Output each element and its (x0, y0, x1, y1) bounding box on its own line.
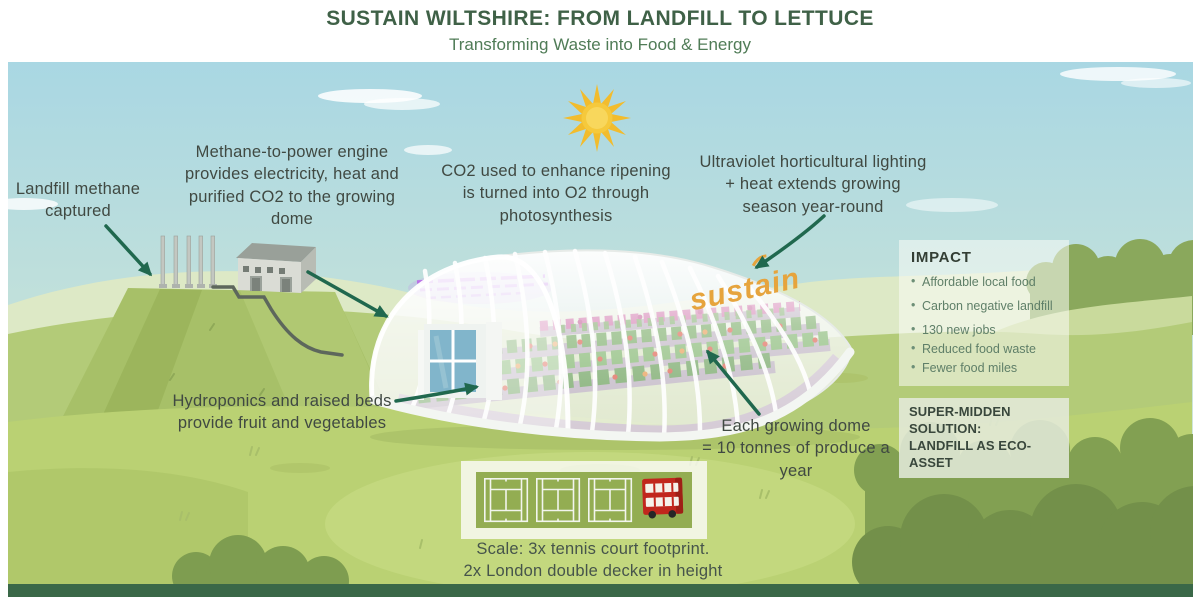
impact-heading: IMPACT (911, 249, 972, 266)
solution-badge: SUPER-MIDDEN SOLUTION: LANDFILL AS ECO-A… (899, 398, 1069, 478)
impact-item-label: Reduced food waste (922, 342, 1036, 356)
label-produce-yield: Each growing dome = 10 tonnes of produce… (700, 415, 892, 482)
arrow-engine (306, 270, 389, 318)
text-line: captured (45, 202, 111, 221)
label-landfill-methane: Landfill methane captured (0, 178, 156, 223)
impact-item-label: 130 new jobs (922, 323, 996, 337)
annotation-arrows (104, 214, 826, 416)
text-line: Landfill methane (15, 180, 141, 198)
text-line: year (779, 461, 813, 480)
text-line: = 10 tonnes of produce a (702, 439, 890, 458)
power-building (236, 243, 316, 293)
methane-capture-wells (159, 235, 217, 288)
label-methane-engine: Methane-to-power engine provides electri… (176, 141, 408, 231)
scale-caption: Scale: 3x tennis court footprint. 2x Lon… (440, 538, 746, 583)
text-line: is turned into O2 through (462, 184, 650, 203)
text-line: + heat extends growing (725, 175, 901, 194)
arrow-landfill (104, 224, 153, 277)
text-line: LANDFILL AS ECO-ASSET (909, 437, 1032, 470)
label-hydroponics: Hydroponics and raised beds provide frui… (158, 390, 406, 435)
clouds (8, 67, 1191, 212)
impact-list: Affordable local food Carbon negative la… (911, 274, 1057, 375)
label-uv-lighting: Ultraviolet horticultural lighting + hea… (688, 151, 938, 218)
sun-icon (563, 84, 631, 152)
label-co2-photosynthesis: CO2 used to enhance ripening is turned i… (432, 160, 680, 227)
scale-diagram (476, 472, 692, 528)
growing-dome-illustration: sustain (369, 248, 860, 450)
landfill-mound (55, 288, 400, 434)
impact-item-label: Affordable local food (922, 275, 1036, 289)
arrow-produce (706, 349, 761, 416)
mound-marks (169, 323, 265, 396)
text-line: SUPER-MIDDEN SOLUTION: (909, 404, 1011, 436)
impact-item-label: Carbon negative landfill (922, 299, 1053, 313)
impact-item: Affordable local food (911, 274, 1057, 289)
impact-item: 130 new jobs (911, 322, 1057, 337)
impact-item: Carbon negative landfill (911, 298, 1057, 313)
text-line: 2x London double decker in height (463, 562, 723, 581)
page-title: SUSTAIN WILTSHIRE: FROM LANDFILL TO LETT… (326, 7, 874, 30)
text-line: provides electricity, heat and (185, 165, 399, 184)
text-line: provide fruit and vegetables (177, 414, 387, 433)
text-line: photosynthesis (499, 206, 613, 225)
text-line: Hydroponics and raised beds (172, 392, 392, 410)
text-line: season year-round (742, 197, 884, 216)
bottom-border-strip (8, 584, 1193, 597)
impact-item: Fewer food miles (911, 360, 1057, 375)
text-line: CO2 used to enhance ripening (441, 162, 671, 180)
impact-item-label: Fewer food miles (922, 361, 1018, 375)
bushes-bottom-right (852, 484, 1193, 597)
arrow-hydroponics (394, 382, 480, 403)
dome-base-skirt (369, 347, 855, 442)
methane-pipe (211, 285, 344, 357)
text-line: Ultraviolet horticultural lighting (699, 153, 927, 171)
text-line: Each growing dome (721, 417, 871, 435)
dome-door (418, 322, 502, 400)
text-line: Methane-to-power engine (195, 143, 389, 161)
impact-panel: IMPACT Affordable local food Carbon nega… (899, 240, 1069, 386)
header: SUSTAIN WILTSHIRE: FROM LANDFILL TO LETT… (0, 7, 1200, 55)
double-decker-bus-icon (642, 477, 684, 519)
text-line: purified CO2 to the growing (188, 187, 396, 206)
text-line: dome (270, 210, 314, 229)
text-line: Scale: 3x tennis court footprint. (476, 540, 710, 558)
arrow-uv (754, 214, 826, 269)
page-subtitle: Transforming Waste into Food & Energy (448, 35, 752, 54)
scale-panel (461, 461, 707, 539)
impact-item: Reduced food waste (911, 341, 1057, 356)
